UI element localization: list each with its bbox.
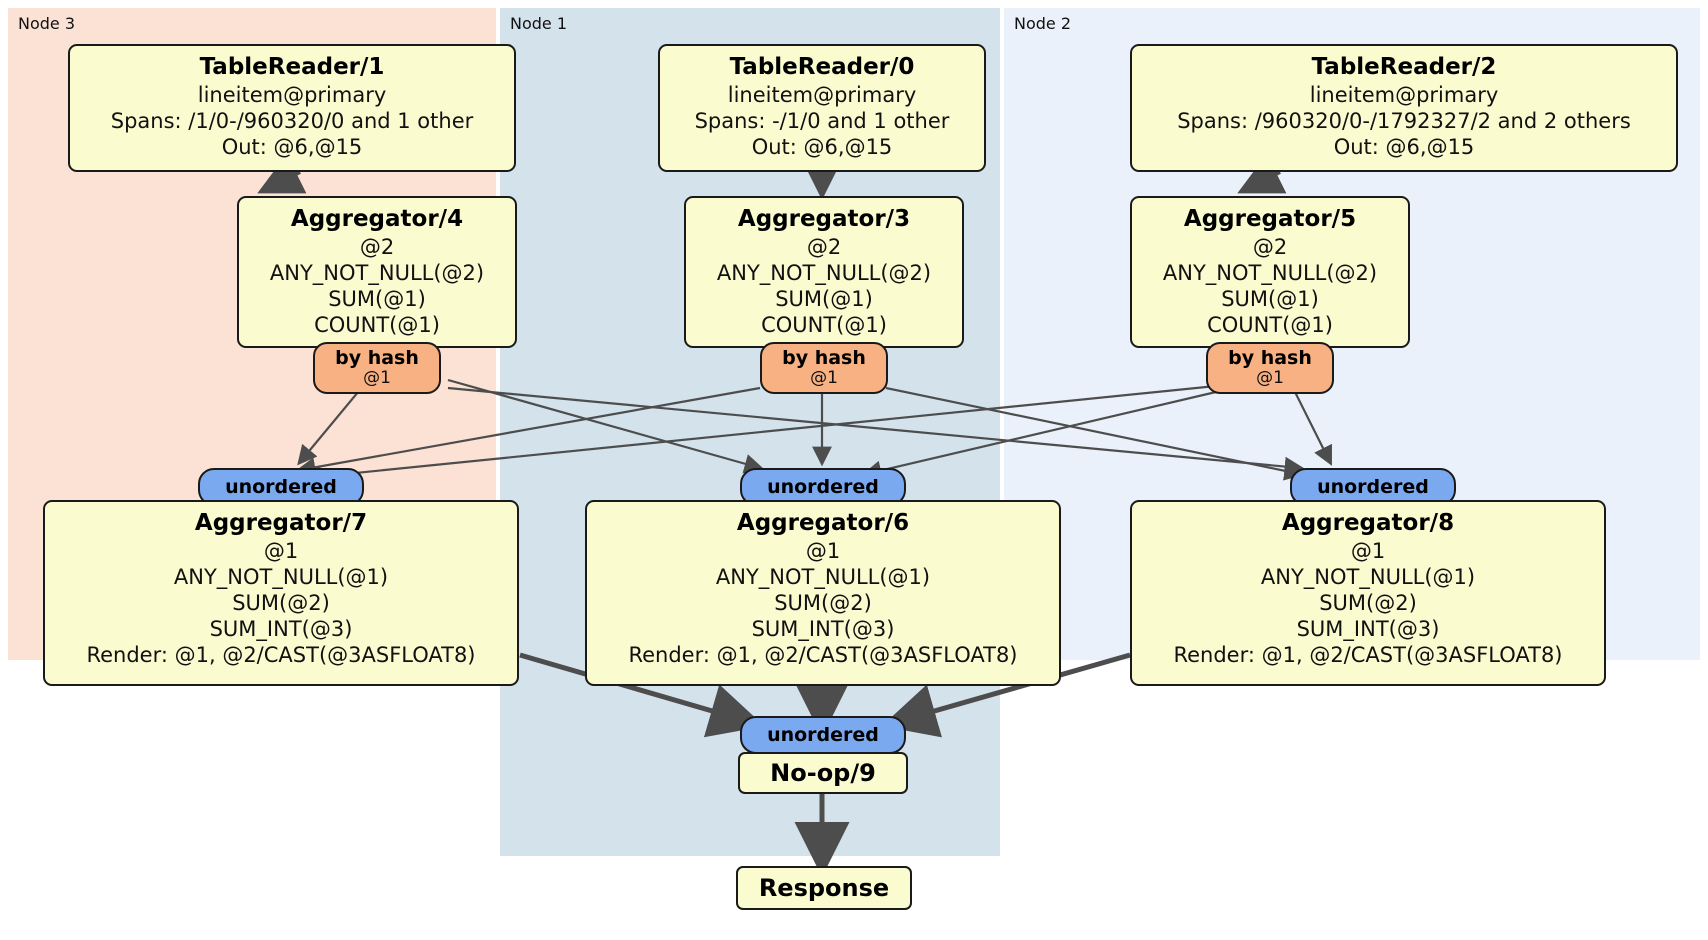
node-panel-label-node3: Node 3 xyxy=(18,14,76,33)
processor-line: Spans: /1/0-/960320/0 and 1 other xyxy=(110,109,474,133)
processor-line: SUM(@2) xyxy=(232,591,330,615)
processor-tablereader2[interactable]: TableReader/2 lineitem@primary Spans: /9… xyxy=(1130,44,1678,172)
router-kind: by hash xyxy=(1228,347,1312,369)
processor-line: SUM_INT(@3) xyxy=(751,617,895,641)
processor-title: Aggregator/3 xyxy=(737,206,911,232)
processor-line: Out: @6,@15 xyxy=(1333,135,1475,159)
processor-line: ANY_NOT_NULL(@2) xyxy=(269,261,485,285)
processor-line: lineitem@primary xyxy=(197,83,387,107)
processor-line: Spans: /960320/0-/1792327/2 and 2 others xyxy=(1177,109,1631,133)
processor-line: COUNT(@1) xyxy=(1207,313,1333,337)
processor-line: ANY_NOT_NULL(@1) xyxy=(1260,565,1476,589)
processor-line: Render: @1, @2/CAST(@3ASFLOAT8) xyxy=(628,643,1018,667)
router-column: @1 xyxy=(810,368,838,388)
processor-line: lineitem@primary xyxy=(1309,83,1499,107)
processor-line: @2 xyxy=(359,235,395,259)
node-panel-label-node1: Node 1 xyxy=(510,14,568,33)
processor-line: ANY_NOT_NULL(@1) xyxy=(173,565,389,589)
processor-title: No-op/9 xyxy=(770,759,876,787)
processor-line: lineitem@primary xyxy=(727,83,917,107)
processor-title: Aggregator/6 xyxy=(736,510,910,536)
processor-line: @1 xyxy=(805,539,841,563)
processor-line: COUNT(@1) xyxy=(761,313,887,337)
processor-line: ANY_NOT_NULL(@2) xyxy=(1162,261,1378,285)
processor-aggregator4[interactable]: Aggregator/4 @2 ANY_NOT_NULL(@2) SUM(@1)… xyxy=(237,196,517,348)
processor-line: SUM(@2) xyxy=(1319,591,1417,615)
processor-line: Render: @1, @2/CAST(@3ASFLOAT8) xyxy=(86,643,476,667)
processor-aggregator5[interactable]: Aggregator/5 @2 ANY_NOT_NULL(@2) SUM(@1)… xyxy=(1130,196,1410,348)
processor-tablereader0[interactable]: TableReader/0 lineitem@primary Spans: -/… xyxy=(658,44,986,172)
sync-badge-unordered-left[interactable]: unordered xyxy=(198,468,364,506)
processor-line: @2 xyxy=(1252,235,1288,259)
router-kind: by hash xyxy=(782,347,866,369)
processor-line: Render: @1, @2/CAST(@3ASFLOAT8) xyxy=(1173,643,1563,667)
processor-line: ANY_NOT_NULL(@1) xyxy=(715,565,931,589)
processor-aggregator8[interactable]: Aggregator/8 @1 ANY_NOT_NULL(@1) SUM(@2)… xyxy=(1130,500,1606,686)
processor-title: TableReader/1 xyxy=(199,54,385,80)
processor-response[interactable]: Response xyxy=(736,866,912,910)
sync-label: unordered xyxy=(225,475,337,498)
router-badge-by-hash-center[interactable]: by hash @1 xyxy=(760,342,888,394)
sync-badge-unordered-center[interactable]: unordered xyxy=(740,468,906,506)
sync-label: unordered xyxy=(1317,475,1429,498)
processor-line: SUM(@1) xyxy=(1221,287,1319,311)
processor-aggregator6[interactable]: Aggregator/6 @1 ANY_NOT_NULL(@1) SUM(@2)… xyxy=(585,500,1061,686)
processor-line: SUM(@1) xyxy=(775,287,873,311)
sync-label: unordered xyxy=(767,475,879,498)
processor-line: @1 xyxy=(1350,539,1386,563)
router-column: @1 xyxy=(1256,368,1284,388)
processor-line: SUM_INT(@3) xyxy=(1296,617,1440,641)
processor-line: Out: @6,@15 xyxy=(751,135,893,159)
node-panel-label-node2: Node 2 xyxy=(1014,14,1072,33)
processor-title: Aggregator/5 xyxy=(1183,206,1357,232)
router-badge-by-hash-left[interactable]: by hash @1 xyxy=(313,342,441,394)
processor-tablereader1[interactable]: TableReader/1 lineitem@primary Spans: /1… xyxy=(68,44,516,172)
processor-aggregator3[interactable]: Aggregator/3 @2 ANY_NOT_NULL(@2) SUM(@1)… xyxy=(684,196,964,348)
processor-title: Aggregator/4 xyxy=(290,206,464,232)
processor-line: COUNT(@1) xyxy=(314,313,440,337)
processor-aggregator7[interactable]: Aggregator/7 @1 ANY_NOT_NULL(@1) SUM(@2)… xyxy=(43,500,519,686)
processor-line: Spans: -/1/0 and 1 other xyxy=(694,109,950,133)
processor-line: SUM(@1) xyxy=(328,287,426,311)
sync-label: unordered xyxy=(767,723,879,746)
processor-title: TableReader/2 xyxy=(1311,54,1497,80)
processor-title: Aggregator/7 xyxy=(194,510,368,536)
processor-line: @1 xyxy=(263,539,299,563)
processor-title: Aggregator/8 xyxy=(1281,510,1455,536)
router-kind: by hash xyxy=(335,347,419,369)
router-column: @1 xyxy=(363,368,391,388)
router-badge-by-hash-right[interactable]: by hash @1 xyxy=(1206,342,1334,394)
processor-title: Response xyxy=(758,874,890,902)
processor-line: ANY_NOT_NULL(@2) xyxy=(716,261,932,285)
processor-line: Out: @6,@15 xyxy=(221,135,363,159)
processor-noop9[interactable]: No-op/9 xyxy=(738,752,908,794)
processor-line: @2 xyxy=(806,235,842,259)
sync-badge-unordered-final[interactable]: unordered xyxy=(740,716,906,754)
processor-line: SUM(@2) xyxy=(774,591,872,615)
processor-title: TableReader/0 xyxy=(729,54,915,80)
processor-line: SUM_INT(@3) xyxy=(209,617,353,641)
